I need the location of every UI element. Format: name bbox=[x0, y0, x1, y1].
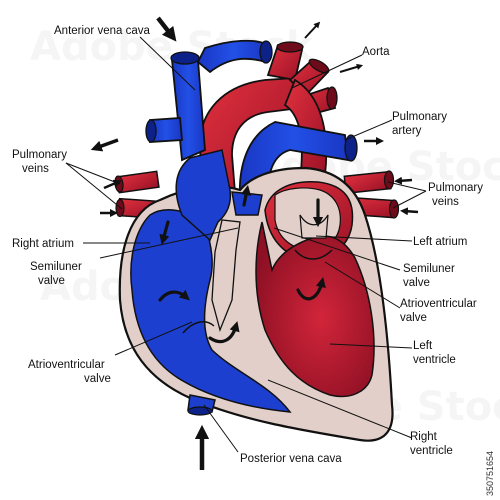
label-pulmonary-artery-line1: Pulmonary bbox=[392, 111, 447, 123]
anterior-vena-cava bbox=[145, 39, 273, 162]
label-semilunar-valve-right-line2: valve bbox=[403, 277, 430, 289]
label-right-ventricle-line1: Right bbox=[410, 431, 438, 443]
posterior-vena-cava bbox=[187, 394, 216, 416]
label-aorta: Aorta bbox=[362, 46, 390, 58]
label-left-ventricle-line2: ventricle bbox=[413, 354, 456, 366]
label-pulmonary-artery-line2: artery bbox=[392, 125, 422, 137]
label-atrioventricular-valve-left-line1: Atrioventricular bbox=[28, 359, 105, 371]
label-pulmonary-veins-left-line1: Pulmonary bbox=[12, 149, 67, 161]
label-right-ventricle-line2: ventricle bbox=[410, 445, 453, 457]
leader-lines bbox=[65, 36, 427, 453]
label-posterior-vena-cava: Posterior vena cava bbox=[240, 453, 342, 465]
stock-id: 350751654 bbox=[485, 450, 495, 496]
label-semilunar-valve-right-line1: Semiluner bbox=[403, 263, 455, 275]
right-heart bbox=[130, 149, 292, 413]
label-atrioventricular-valve-right-line1: Atrioventricular bbox=[400, 298, 477, 310]
label-pulmonary-veins-left-line2: veins bbox=[22, 163, 49, 175]
label-left-atrium: Left atrium bbox=[413, 236, 467, 248]
labels: Anterior vena cava Aorta Pulmonary arter… bbox=[12, 25, 483, 465]
external-flow-arrows bbox=[90, 16, 419, 470]
label-atrioventricular-valve-left-line2: valve bbox=[84, 373, 111, 385]
label-semilunar-valve-left-line2: valve bbox=[38, 275, 65, 287]
label-pulmonary-veins-right-line2: veins bbox=[432, 196, 459, 208]
label-left-ventricle-line1: Left bbox=[413, 340, 433, 352]
label-right-atrium: Right atrium bbox=[12, 238, 74, 250]
left-heart bbox=[255, 181, 375, 398]
label-pulmonary-veins-right-line1: Pulmonary bbox=[428, 182, 483, 194]
label-semilunar-valve-left-line1: Semiluner bbox=[30, 261, 82, 273]
label-anterior-vena-cava: Anterior vena cava bbox=[54, 25, 150, 37]
label-atrioventricular-valve-right-line2: valve bbox=[400, 312, 427, 324]
flow-arrows bbox=[158, 184, 326, 344]
